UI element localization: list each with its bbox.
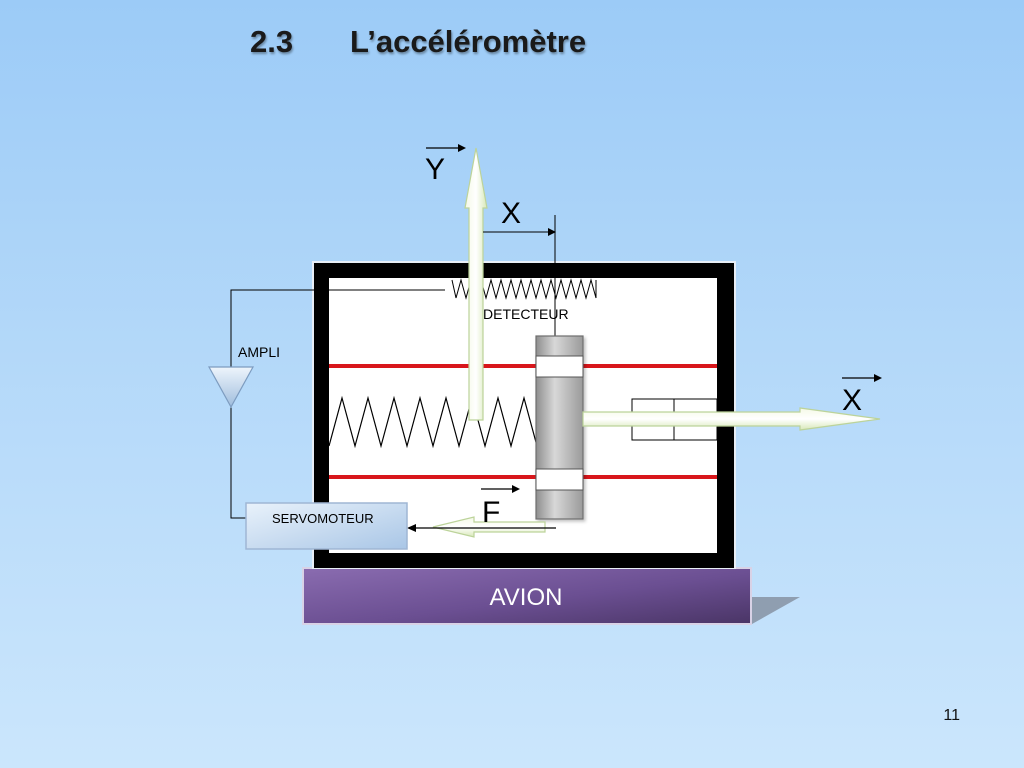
x-vector-bar-head [874, 374, 882, 382]
force-line-head [407, 524, 416, 532]
avion-base [302, 567, 752, 625]
amplifier-icon [207, 366, 255, 409]
section-title: L’accéléromètre [350, 24, 587, 59]
x-displacement-arrowhead [548, 228, 556, 236]
x-acceleration-arrow [582, 407, 881, 431]
main-spring [328, 395, 538, 449]
y-vector-label: Y [425, 153, 445, 186]
page-number: 11 [943, 707, 960, 724]
y-vector-bar-head [458, 144, 466, 152]
section-number: 2.3 [250, 24, 294, 59]
x-vector-label: X [842, 384, 862, 417]
mass-bearing-bottom [535, 468, 584, 491]
slide-title: 2.3 L’accéléromètre [250, 24, 586, 60]
avion-base-shadow [749, 597, 800, 624]
force-vector-bar-head [512, 485, 520, 493]
force-label: F [482, 496, 500, 529]
amplifier-label: AMPLI [238, 344, 280, 360]
servomotor-box [245, 502, 408, 550]
x-displacement-label: X [501, 197, 521, 230]
mass-bearing-top [535, 355, 584, 378]
feedback-wire-bottom [230, 407, 246, 519]
avion-label: AVION [490, 584, 563, 611]
servomotor-label: SERVOMOTEUR [272, 511, 374, 526]
feedback-wire-top [230, 289, 323, 367]
detector-label: DETECTEUR [483, 306, 569, 322]
force-arrow [432, 516, 546, 538]
y-axis-arrow [464, 147, 488, 421]
